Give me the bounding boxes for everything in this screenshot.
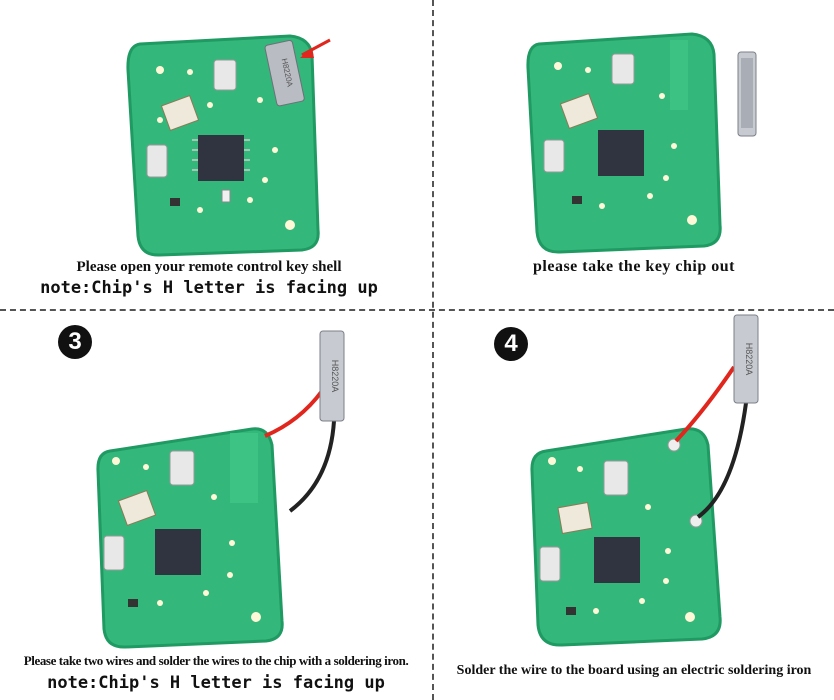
panel-step-2: please take the key chip out — [434, 0, 834, 309]
step-number-badge: 4 — [494, 327, 528, 361]
caption-step-1-line2: note:Chip's H letter is facing up — [40, 278, 378, 298]
caption-step-4-line1: Solder the wire to the board using an el… — [456, 663, 812, 678]
vertical-divider — [432, 0, 434, 700]
step-number-badge: 3 — [58, 325, 92, 359]
chip-label: H8220A — [330, 360, 340, 393]
caption-step-2-line1: please take the key chip out — [533, 258, 735, 275]
pcb-board-illustration: H8220A — [96, 330, 345, 649]
caption-step-3-line1: Please take two wires and solder the wir… — [23, 653, 409, 668]
panel-step-4: 4 H8220A Solder the wire to the board us… — [434, 311, 834, 700]
chip-label: H8220A — [744, 343, 754, 376]
pcb-board-illustration — [526, 32, 757, 254]
pcb-board-illustration: H8220A — [126, 34, 331, 257]
pcb-board-illustration: H8220A — [530, 314, 759, 647]
panel-step-3: 3 H8220A Please take two wires and solde… — [0, 311, 432, 700]
panel-step-1: H8220A Please open your remote control k… — [0, 0, 432, 309]
horizontal-divider — [0, 309, 834, 311]
caption-step-3-line2: note:Chip's H letter is facing up — [47, 673, 385, 693]
caption-step-1-line1: Please open your remote control key shel… — [76, 259, 342, 275]
